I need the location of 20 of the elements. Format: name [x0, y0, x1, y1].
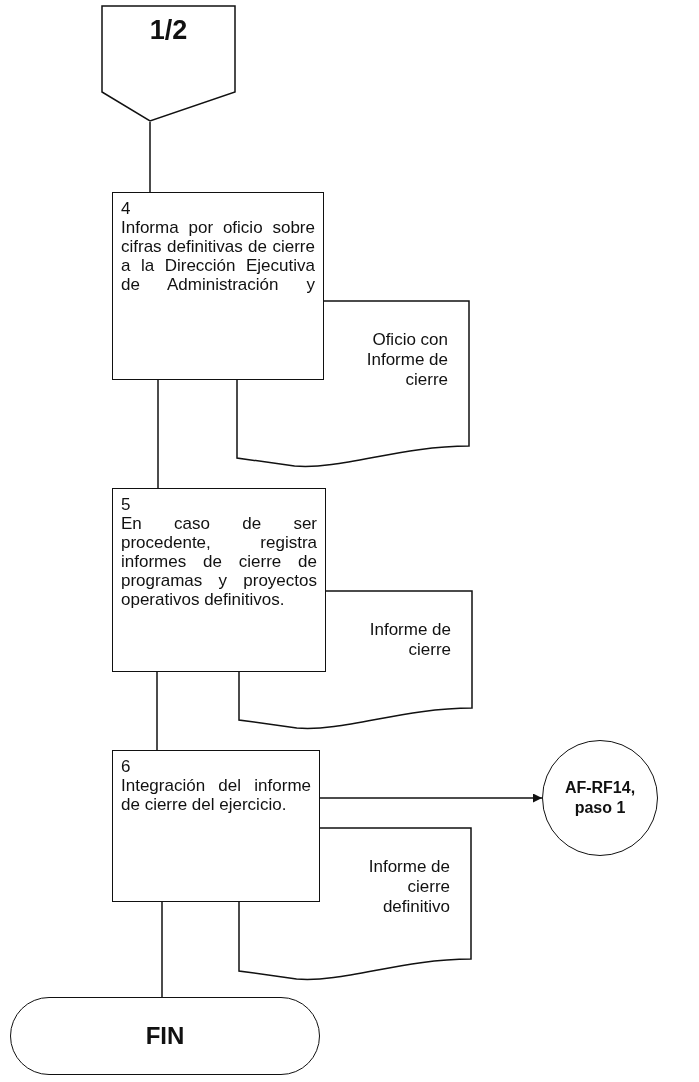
step-description: Integración del informe de cierre del ejercicio.	[121, 776, 311, 814]
process-box	[112, 488, 326, 672]
connector-line	[156, 671, 158, 751]
step-number: 4	[121, 199, 132, 218]
connector-line	[161, 901, 163, 998]
document-label: Oficio con Informe de cierre	[365, 330, 448, 390]
document-label: Informe de cierre definitivo	[367, 857, 450, 917]
step-description: En caso de ser procedente, registra informes de cierre de programas y proyectos operativos definitivos.	[121, 514, 317, 609]
document-label: Informe de cierre	[368, 620, 451, 660]
terminal: FIN	[10, 997, 320, 1075]
process-box	[112, 192, 324, 380]
step-number: 6	[121, 757, 132, 776]
page-reference: 1/2	[149, 15, 188, 47]
process-box	[112, 750, 320, 902]
connector-line	[149, 121, 151, 193]
step-description: Informa por oficio sobre cifras definitivas de cierre a la Dirección Ejecutiva de Administración y	[121, 218, 315, 294]
arrow	[319, 793, 543, 803]
connector-circle: AF-RF14, paso 1	[542, 740, 658, 856]
connector-line	[157, 379, 159, 489]
step-number: 5	[121, 495, 132, 514]
